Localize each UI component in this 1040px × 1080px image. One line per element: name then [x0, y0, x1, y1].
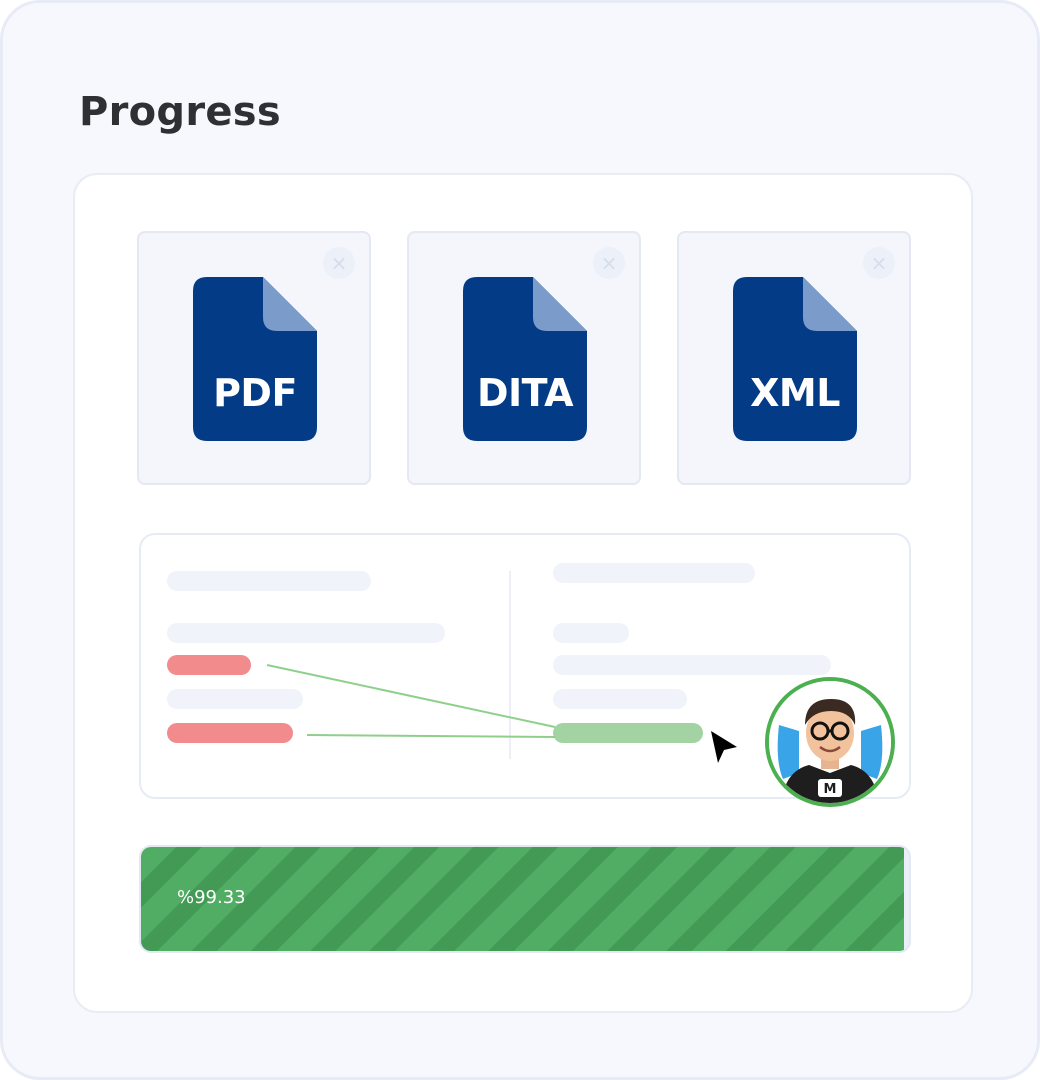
source-placeholder-bar — [167, 623, 445, 643]
column-divider — [509, 571, 511, 759]
file-card-dita[interactable]: × DITA — [407, 231, 641, 485]
target-field-bar[interactable] — [553, 723, 703, 743]
progress-percentage: %99.33 — [177, 887, 246, 908]
close-icon[interactable]: × — [863, 247, 895, 279]
file-type-label: PDF — [213, 371, 297, 415]
user-avatar[interactable]: M — [765, 677, 895, 807]
progress-fill — [141, 847, 904, 951]
mapping-panel: M — [139, 533, 911, 807]
avatar-badge-text: M — [824, 782, 837, 797]
source-field-bar[interactable] — [167, 723, 293, 743]
file-icon: XML — [733, 277, 857, 441]
source-field-bar[interactable] — [167, 655, 251, 675]
progress-bar: %99.33 — [139, 845, 911, 953]
connector-line — [266, 664, 556, 728]
page-title: Progress — [79, 89, 282, 135]
file-icon: PDF — [193, 277, 317, 441]
source-placeholder-bar — [167, 689, 303, 709]
source-placeholder-bar — [167, 571, 371, 591]
target-placeholder-bar — [553, 563, 755, 583]
target-placeholder-bar — [553, 689, 687, 709]
mouse-pointer-icon — [707, 729, 741, 769]
file-card-xml[interactable]: × XML — [677, 231, 911, 485]
connector-line — [306, 734, 556, 738]
file-icon: DITA — [463, 277, 587, 441]
content-panel: × PDF × DITA × — [73, 173, 973, 1013]
close-icon[interactable]: × — [323, 247, 355, 279]
target-placeholder-bar — [553, 655, 831, 675]
file-type-label: XML — [750, 371, 840, 415]
file-card-pdf[interactable]: × PDF — [137, 231, 371, 485]
target-placeholder-bar — [553, 623, 629, 643]
close-icon[interactable]: × — [593, 247, 625, 279]
file-type-label: DITA — [476, 371, 574, 415]
